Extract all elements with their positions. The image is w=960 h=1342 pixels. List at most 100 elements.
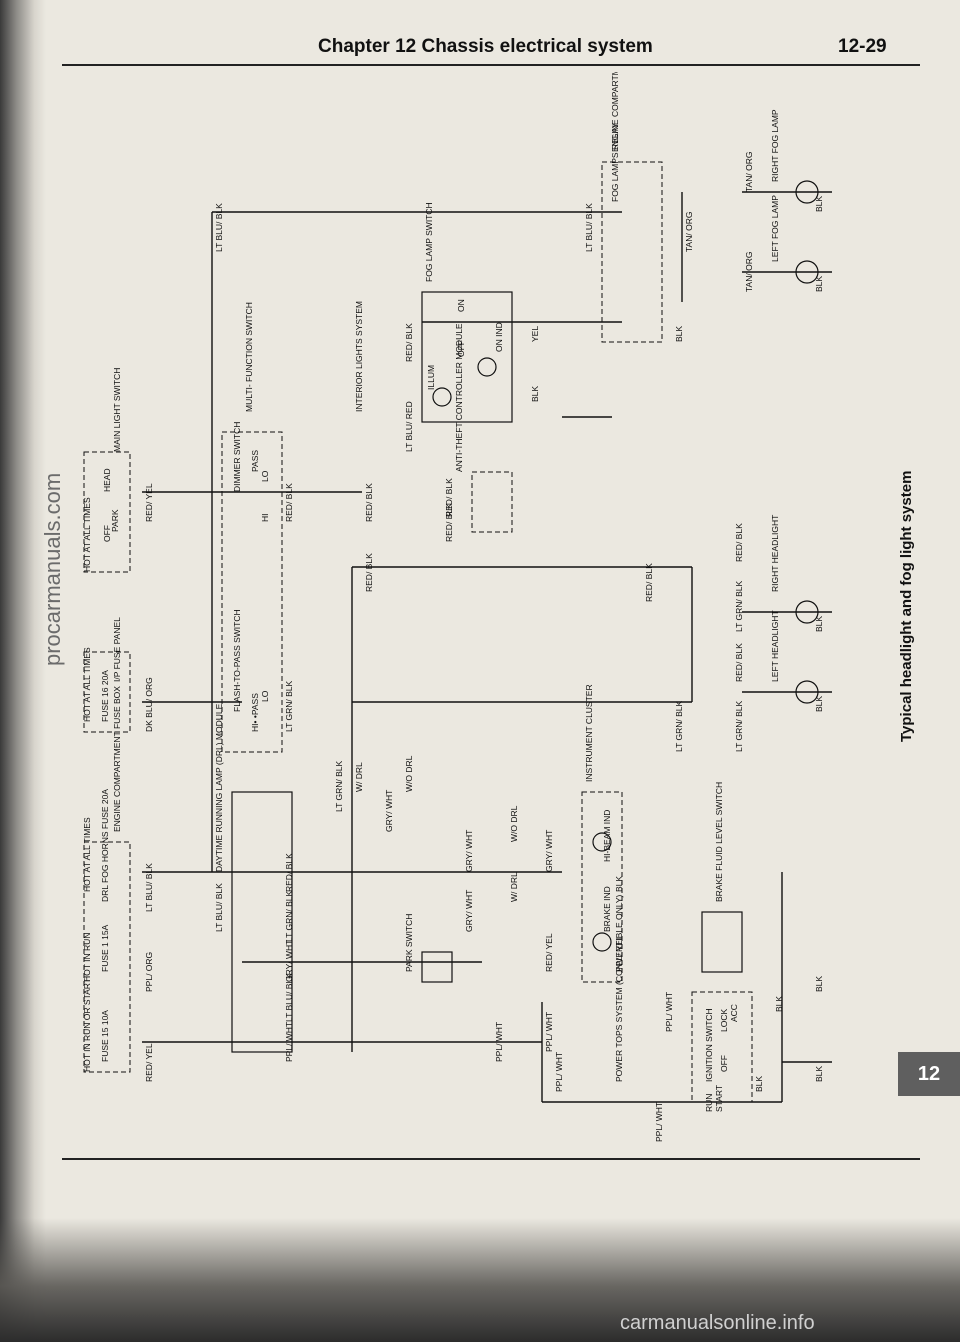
- hi-beam-ind-bulb-icon: [592, 832, 612, 852]
- label-multi-function-switch: MULTI- FUNCTION SWITCH: [244, 302, 254, 412]
- wire-label: BLK: [814, 696, 824, 712]
- label-right-fog-lamp: RIGHT FOG LAMP: [770, 109, 780, 182]
- label-start: START: [714, 1085, 724, 1112]
- label-hi: HI: [260, 514, 270, 523]
- label-park-switch: PARK SWITCH: [404, 914, 414, 972]
- label-on-ind: ON IND: [494, 322, 504, 352]
- wire-label: BLK: [814, 976, 824, 992]
- right-fog-lamp-icon: [795, 180, 819, 204]
- label-run: RUN: [704, 1094, 714, 1112]
- label-instrument-cluster: INSTRUMENT CLUSTER: [584, 684, 594, 782]
- label-brake-ind: BRAKE IND: [602, 886, 612, 932]
- label-head: HEAD: [102, 468, 112, 492]
- wire-label: RED/ YEL: [544, 933, 554, 972]
- anti-theft-box: [471, 471, 513, 533]
- wire-label: PPL/ WHT: [544, 1012, 554, 1052]
- label-lock: LOCK: [719, 1009, 729, 1032]
- label-lo-2: LO: [260, 690, 270, 702]
- wire-label: LT GRN/ BLK: [334, 760, 344, 812]
- label-fuse-15: FUSE 15 10A: [100, 1010, 110, 1062]
- wire-label: BLK: [614, 876, 624, 892]
- fog-lamp-switch-box: [421, 291, 513, 423]
- brake-ind-bulb-icon: [592, 932, 612, 952]
- wire-label: PPL/ WHT: [664, 992, 674, 1032]
- label-fog-on: ON: [456, 299, 466, 312]
- wire-label: RED/ BLK: [284, 853, 294, 892]
- label-ign-off: OFF: [719, 1055, 729, 1072]
- wire-label: RED/ BLK: [364, 553, 374, 592]
- wire-label: DK BLU/ ORG: [144, 677, 154, 732]
- label-illum: ILLUM: [426, 365, 436, 390]
- label-fuse-1: FUSE 1 15A: [100, 924, 110, 972]
- instrument-cluster-box: [581, 791, 623, 983]
- fog-ind-bulb-icon: [477, 357, 497, 377]
- label-fog-off: OFF: [456, 340, 466, 357]
- wire-label: BLK: [674, 326, 684, 342]
- engine-fuse-box-left: [83, 841, 131, 1073]
- label-engine-fuse-box-2: ENGINE COMPARTMENT FUSE BOX: [610, 72, 620, 152]
- wire-label: LT GRN/ BLK: [734, 700, 744, 752]
- figure-caption: Typical headlight and fog light system: [898, 470, 915, 742]
- wire-label: RED/ BLK: [444, 478, 454, 517]
- label-off: OFF: [102, 525, 112, 542]
- wire-label: PPL/ ORG: [144, 952, 154, 992]
- illum-bulb-icon: [432, 387, 452, 407]
- wire-label: LT BLU/ BLK: [144, 863, 154, 912]
- ip-fuse-panel-box: [83, 651, 131, 733]
- wire-label: GRY/ WHT: [464, 890, 474, 932]
- label-left-fog-lamp: LEFT FOG LAMP: [770, 195, 780, 262]
- header-rule: [62, 64, 920, 66]
- multi-function-switch-box: [221, 431, 283, 753]
- wire-label: LT BLU/ RED: [404, 401, 414, 452]
- label-drl-module: DAYTIME RUNNING LAMP (DRL) MODULE: [214, 703, 224, 872]
- wire-label: GRY/ WHT: [544, 830, 554, 872]
- label-drl-fuse: DRL FOG HORNS FUSE 20A: [100, 789, 110, 902]
- label-interior-lights: INTERIOR LIGHTS SYSTEM: [354, 301, 364, 412]
- wire-label: BLK: [814, 276, 824, 292]
- label-main-light-switch: MAIN LIGHT SWITCH: [112, 368, 122, 452]
- right-headlight-icon: [795, 600, 819, 624]
- wire-label: GRY/ WHT: [284, 940, 294, 982]
- wire-label: RED/ BLK: [734, 643, 744, 682]
- label-fog-lamp-switch: FOG LAMP SWITCH: [424, 202, 434, 282]
- wire-label: TAN/ ORG: [684, 212, 694, 252]
- left-headlight-icon: [795, 680, 819, 704]
- label-w-o-drl-1: W/O DRL: [404, 755, 414, 792]
- label-pass: PASS: [250, 450, 260, 472]
- wire-label: LT GRN/ BLK: [284, 680, 294, 732]
- wire-label: LT GRN/ BLK: [284, 890, 294, 942]
- label-fog-lamps-relay: FOG LAMPS RELAY: [610, 122, 620, 202]
- label-hot-in-run: HOT IN RUN: [82, 933, 92, 982]
- label-engine-fuse-box-1: ENGINE COMPARTMENT FUSE BOX: [112, 686, 122, 832]
- label-fuse-16: FUSE 16 20A: [100, 670, 110, 722]
- label-lo: LO: [260, 470, 270, 482]
- wire-label: PPL/ WHT: [654, 1102, 664, 1142]
- wire-label: RED/ BLK: [364, 483, 374, 522]
- wire-label: BLK: [774, 996, 784, 1012]
- label-right-headlight: RIGHT HEADLIGHT: [770, 515, 780, 592]
- label-left-headlight: LEFT HEADLIGHT: [770, 610, 780, 682]
- label-acc: ACC: [729, 1004, 739, 1022]
- wire-label: PPL/ WHT: [284, 1022, 294, 1062]
- book-spine-shadow: [0, 0, 46, 1342]
- label-hot-in-run-or-start: HOT IN RUN OR START: [82, 978, 92, 1072]
- watermark-bottom: carmanualsonline.info: [620, 1312, 815, 1334]
- wire-label: TAN/ ORG: [744, 152, 754, 192]
- brake-fluid-switch-box: [701, 911, 743, 973]
- wire-label: GRY/ WHT: [384, 790, 394, 832]
- chapter-title: Chapter 12 Chassis electrical system: [318, 36, 653, 57]
- wire-label: RED/ BLK: [734, 523, 744, 562]
- wire-label: PPL/ WHT: [554, 1052, 564, 1092]
- wire-label: RED/ BLK: [404, 323, 414, 362]
- label-park: PARK: [110, 509, 120, 532]
- wiring-diagram: HOT IN RUN OR START HOT IN RUN HOT AT AL…: [82, 72, 832, 1142]
- label-hi-beam-ind: HI-BEAM IND: [602, 810, 612, 862]
- wire-color-labels: RED/ YEL PPL/ ORG LT BLU/ BLK LT BLU/ BL…: [144, 152, 824, 1142]
- watermark-left: procarmanuals.com: [40, 472, 65, 666]
- bottom-shadow: [0, 1218, 960, 1342]
- label-w-o-drl-2: W/O DRL: [509, 805, 519, 842]
- label-dimmer-switch: DIMMER SWITCH: [232, 422, 242, 492]
- wire-label: PPL/ YEL: [614, 935, 624, 972]
- label-w-drl-1: W/ DRL: [354, 762, 364, 792]
